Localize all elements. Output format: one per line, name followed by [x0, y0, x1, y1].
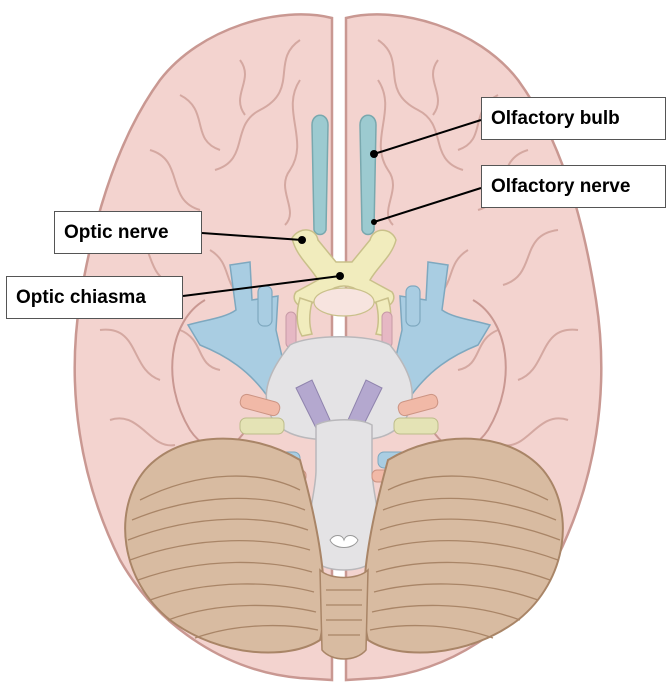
cerebellar-folia	[127, 475, 561, 639]
spinal-cord-section	[329, 535, 359, 548]
optic-nerve-label: Optic nerve	[54, 211, 202, 254]
olfactory-nerve-text: Olfactory nerve	[491, 175, 631, 197]
gyri-left	[99, 39, 301, 447]
left-nerve-stub	[257, 285, 273, 327]
left-optic-tract	[296, 297, 313, 337]
optic-nerve-text: Optic nerve	[64, 221, 169, 243]
pituitary-area	[313, 287, 375, 317]
leader-olfactory-bulb	[373, 119, 482, 155]
olfactory-bulb-label: Olfactory bulb	[481, 97, 666, 140]
optic-nerves-and-chiasma	[291, 229, 397, 308]
leader-optic-nerve	[201, 232, 303, 241]
olfactory-bulb-text: Olfactory bulb	[491, 107, 620, 129]
optic-structures	[291, 229, 397, 337]
right-olfactory-bulb	[359, 114, 377, 236]
optic-chiasma-text: Optic chiasma	[16, 286, 146, 308]
vermis	[319, 568, 369, 660]
leader-olfactory-nerve	[373, 187, 482, 223]
leader-lines	[182, 119, 482, 297]
right-nerve-stub	[405, 285, 421, 327]
cerebellum	[124, 437, 564, 660]
olfactory-structures	[311, 114, 377, 236]
optic-chiasma-label: Optic chiasma	[6, 276, 183, 319]
olfactory-nerve-label: Olfactory nerve	[481, 165, 666, 208]
left-olfactory-bulb	[311, 114, 329, 236]
purple-left	[295, 379, 331, 429]
leader-optic-chiasma	[182, 275, 341, 297]
brainstem	[265, 336, 413, 571]
temporal-nerves	[186, 261, 492, 401]
leader-dots	[298, 150, 378, 280]
